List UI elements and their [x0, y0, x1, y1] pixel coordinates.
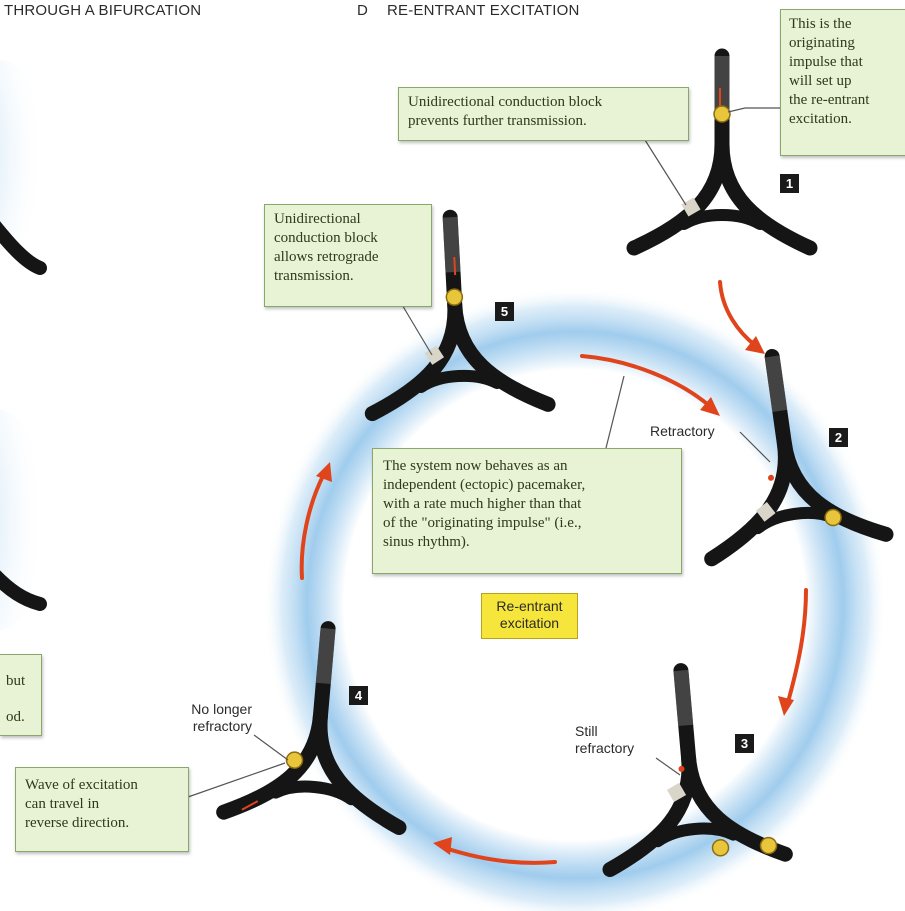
left-partial-fiber-2	[0, 570, 47, 611]
conduction-block-icon	[755, 502, 776, 522]
fiber-step-2	[685, 344, 886, 559]
pointer-retractory	[739, 431, 771, 463]
cycle-arrowheads	[316, 336, 794, 855]
callout-system-text: The system now behaves as an independent…	[383, 458, 586, 550]
impulse-icon	[285, 751, 304, 769]
pointer-system	[605, 375, 625, 449]
arrow-1-to-2	[718, 280, 758, 348]
pointer-block-allows	[397, 297, 433, 356]
fiber-step-1	[634, 56, 810, 248]
callout-wave-reverse: Wave of excitation can travel in reverse…	[15, 767, 189, 852]
callout-block-allows-text: Unidirectional conduction block allows r…	[274, 211, 379, 284]
pointer-wave	[187, 762, 286, 798]
callout-originating-text: This is the originating impulse that wil…	[789, 16, 870, 127]
impulse-dot-icon	[767, 474, 774, 481]
left-panel-title: THROUGH A BIFURCATION	[4, 2, 202, 19]
impulse-icon	[713, 105, 731, 123]
arrow-4-to-5	[299, 472, 326, 580]
impulse-icon	[711, 839, 730, 857]
label-no-longer-refractory: No longer refractory	[191, 701, 252, 734]
left-partial-fiber-1	[0, 221, 47, 275]
panel-title: RE-ENTRANT EXCITATION	[387, 2, 580, 19]
callout-block-prevents: Unidirectional conduction block prevents…	[398, 87, 689, 141]
conduction-block-icon	[681, 197, 701, 217]
callout-left-partial-text-1: but	[6, 673, 26, 689]
impulse-icon	[759, 836, 778, 855]
callout-originating-impulse: This is the originating impulse that wil…	[780, 9, 905, 156]
callout-block-prevents-text: Unidirectional conduction block prevents…	[408, 94, 603, 129]
pointer-no-longer	[253, 734, 289, 761]
step-2-badge: 2	[829, 428, 848, 447]
left-panel-halo-bottom	[0, 410, 45, 630]
pointer-lines	[187, 107, 780, 798]
left-panel-halo-top	[0, 60, 45, 250]
label-still-refractory: Still refractory	[575, 723, 635, 756]
reentrant-excitation-label: Re-entrant excitation	[481, 593, 578, 639]
step-1-badge: 1	[780, 174, 799, 193]
pointer-still	[655, 757, 681, 776]
impulse-icon	[445, 288, 464, 306]
panel-letter: D	[357, 2, 369, 19]
step-3-badge: 3	[735, 734, 754, 753]
callout-system-behaves: The system now behaves as an independent…	[372, 448, 682, 574]
label-retractory: Retractory	[650, 423, 715, 439]
conduction-block-icon	[666, 782, 687, 802]
callout-wave-text: Wave of excitation can travel in reverse…	[25, 777, 138, 831]
fiber-step-3	[593, 663, 785, 870]
impulse-arrow-icon	[453, 256, 457, 276]
arrow-3-to-4	[443, 846, 557, 865]
pointer-block-prevents	[644, 139, 687, 206]
callout-block-allows: Unidirectional conduction block allows r…	[264, 204, 432, 307]
callout-left-partial: but od.	[0, 654, 42, 736]
impulse-arrow-icon	[241, 800, 259, 811]
arrow-2-to-3	[786, 588, 808, 704]
step-4-badge: 4	[349, 686, 368, 705]
impulse-icon	[824, 508, 842, 527]
impulse-dot-icon	[678, 765, 685, 772]
cycle-arrows	[299, 280, 808, 865]
callout-left-partial-text-2: od.	[6, 709, 25, 725]
step-5-badge: 5	[495, 302, 514, 321]
pointer-originating	[727, 107, 780, 113]
arrow-5-to-2	[580, 354, 714, 410]
